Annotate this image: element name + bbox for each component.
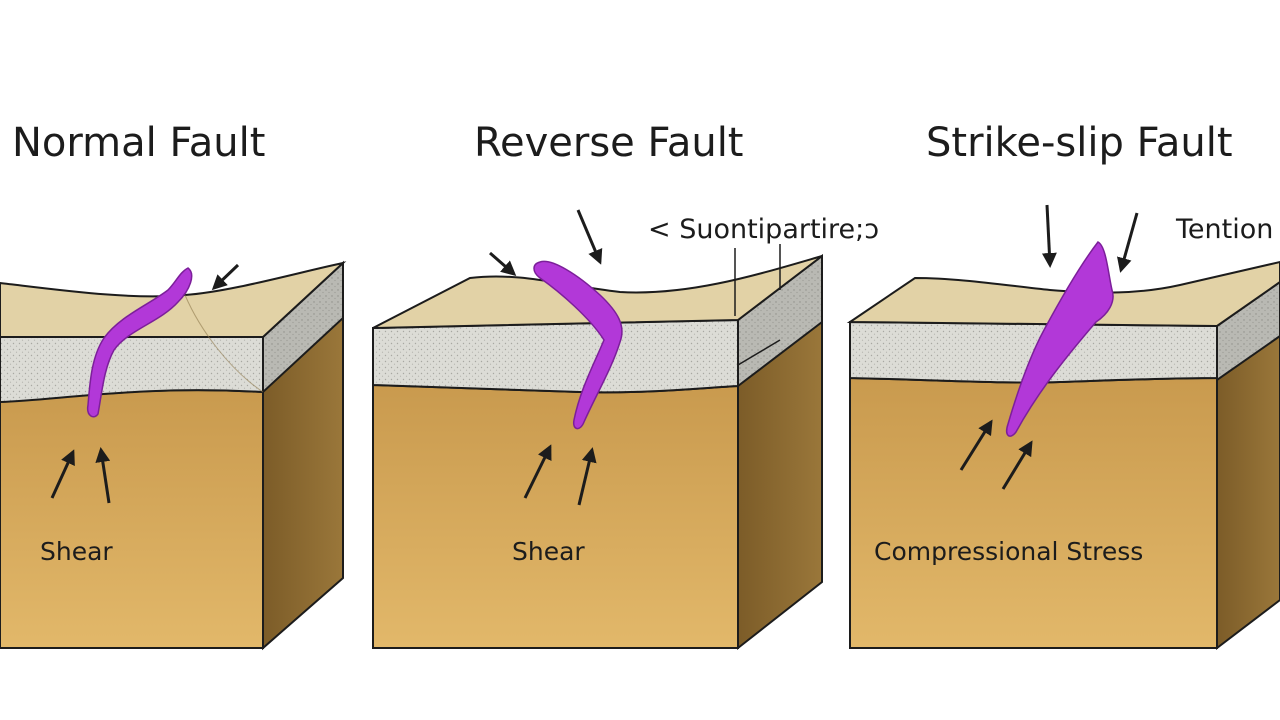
panel-title: Reverse Fault bbox=[474, 120, 744, 166]
arrow-icon bbox=[1001, 440, 1033, 490]
panel-strike-slip-fault: Strike-slip Fault Tention Compressional … bbox=[846, 120, 1280, 651]
panel-normal-fault: Normal Fault Shear bbox=[0, 120, 347, 651]
panel-title: Normal Fault bbox=[12, 120, 265, 166]
arrow-icon bbox=[959, 419, 993, 471]
fault-plane-icon bbox=[533, 260, 623, 430]
stress-label: Compressional Stress bbox=[874, 537, 1143, 566]
stress-label: Shear bbox=[512, 537, 585, 566]
panel-reverse-fault: Reverse Fault < Suontipartire;ↄ Shear bbox=[372, 120, 879, 651]
fault-plane-icon bbox=[1005, 241, 1114, 437]
arrow-icon bbox=[577, 447, 597, 506]
arrow-icon bbox=[1117, 212, 1139, 273]
stress-label: Shear bbox=[40, 537, 113, 566]
annotation-label: Tention bbox=[1175, 214, 1273, 245]
fault-block bbox=[0, 260, 347, 651]
arrow-icon bbox=[489, 251, 517, 276]
arrow-icon bbox=[576, 209, 603, 265]
arrow-icon bbox=[211, 263, 240, 291]
arrow-icon bbox=[95, 447, 111, 504]
arrow-icon bbox=[1041, 204, 1057, 268]
arrow-icon bbox=[523, 444, 552, 499]
fault-block bbox=[846, 260, 1280, 651]
fault-plane-icon bbox=[86, 267, 193, 418]
annotation-label: < Suontipartire;ↄ bbox=[648, 214, 879, 245]
panel-title: Strike-slip Fault bbox=[926, 120, 1233, 166]
arrow-icon bbox=[50, 449, 75, 499]
